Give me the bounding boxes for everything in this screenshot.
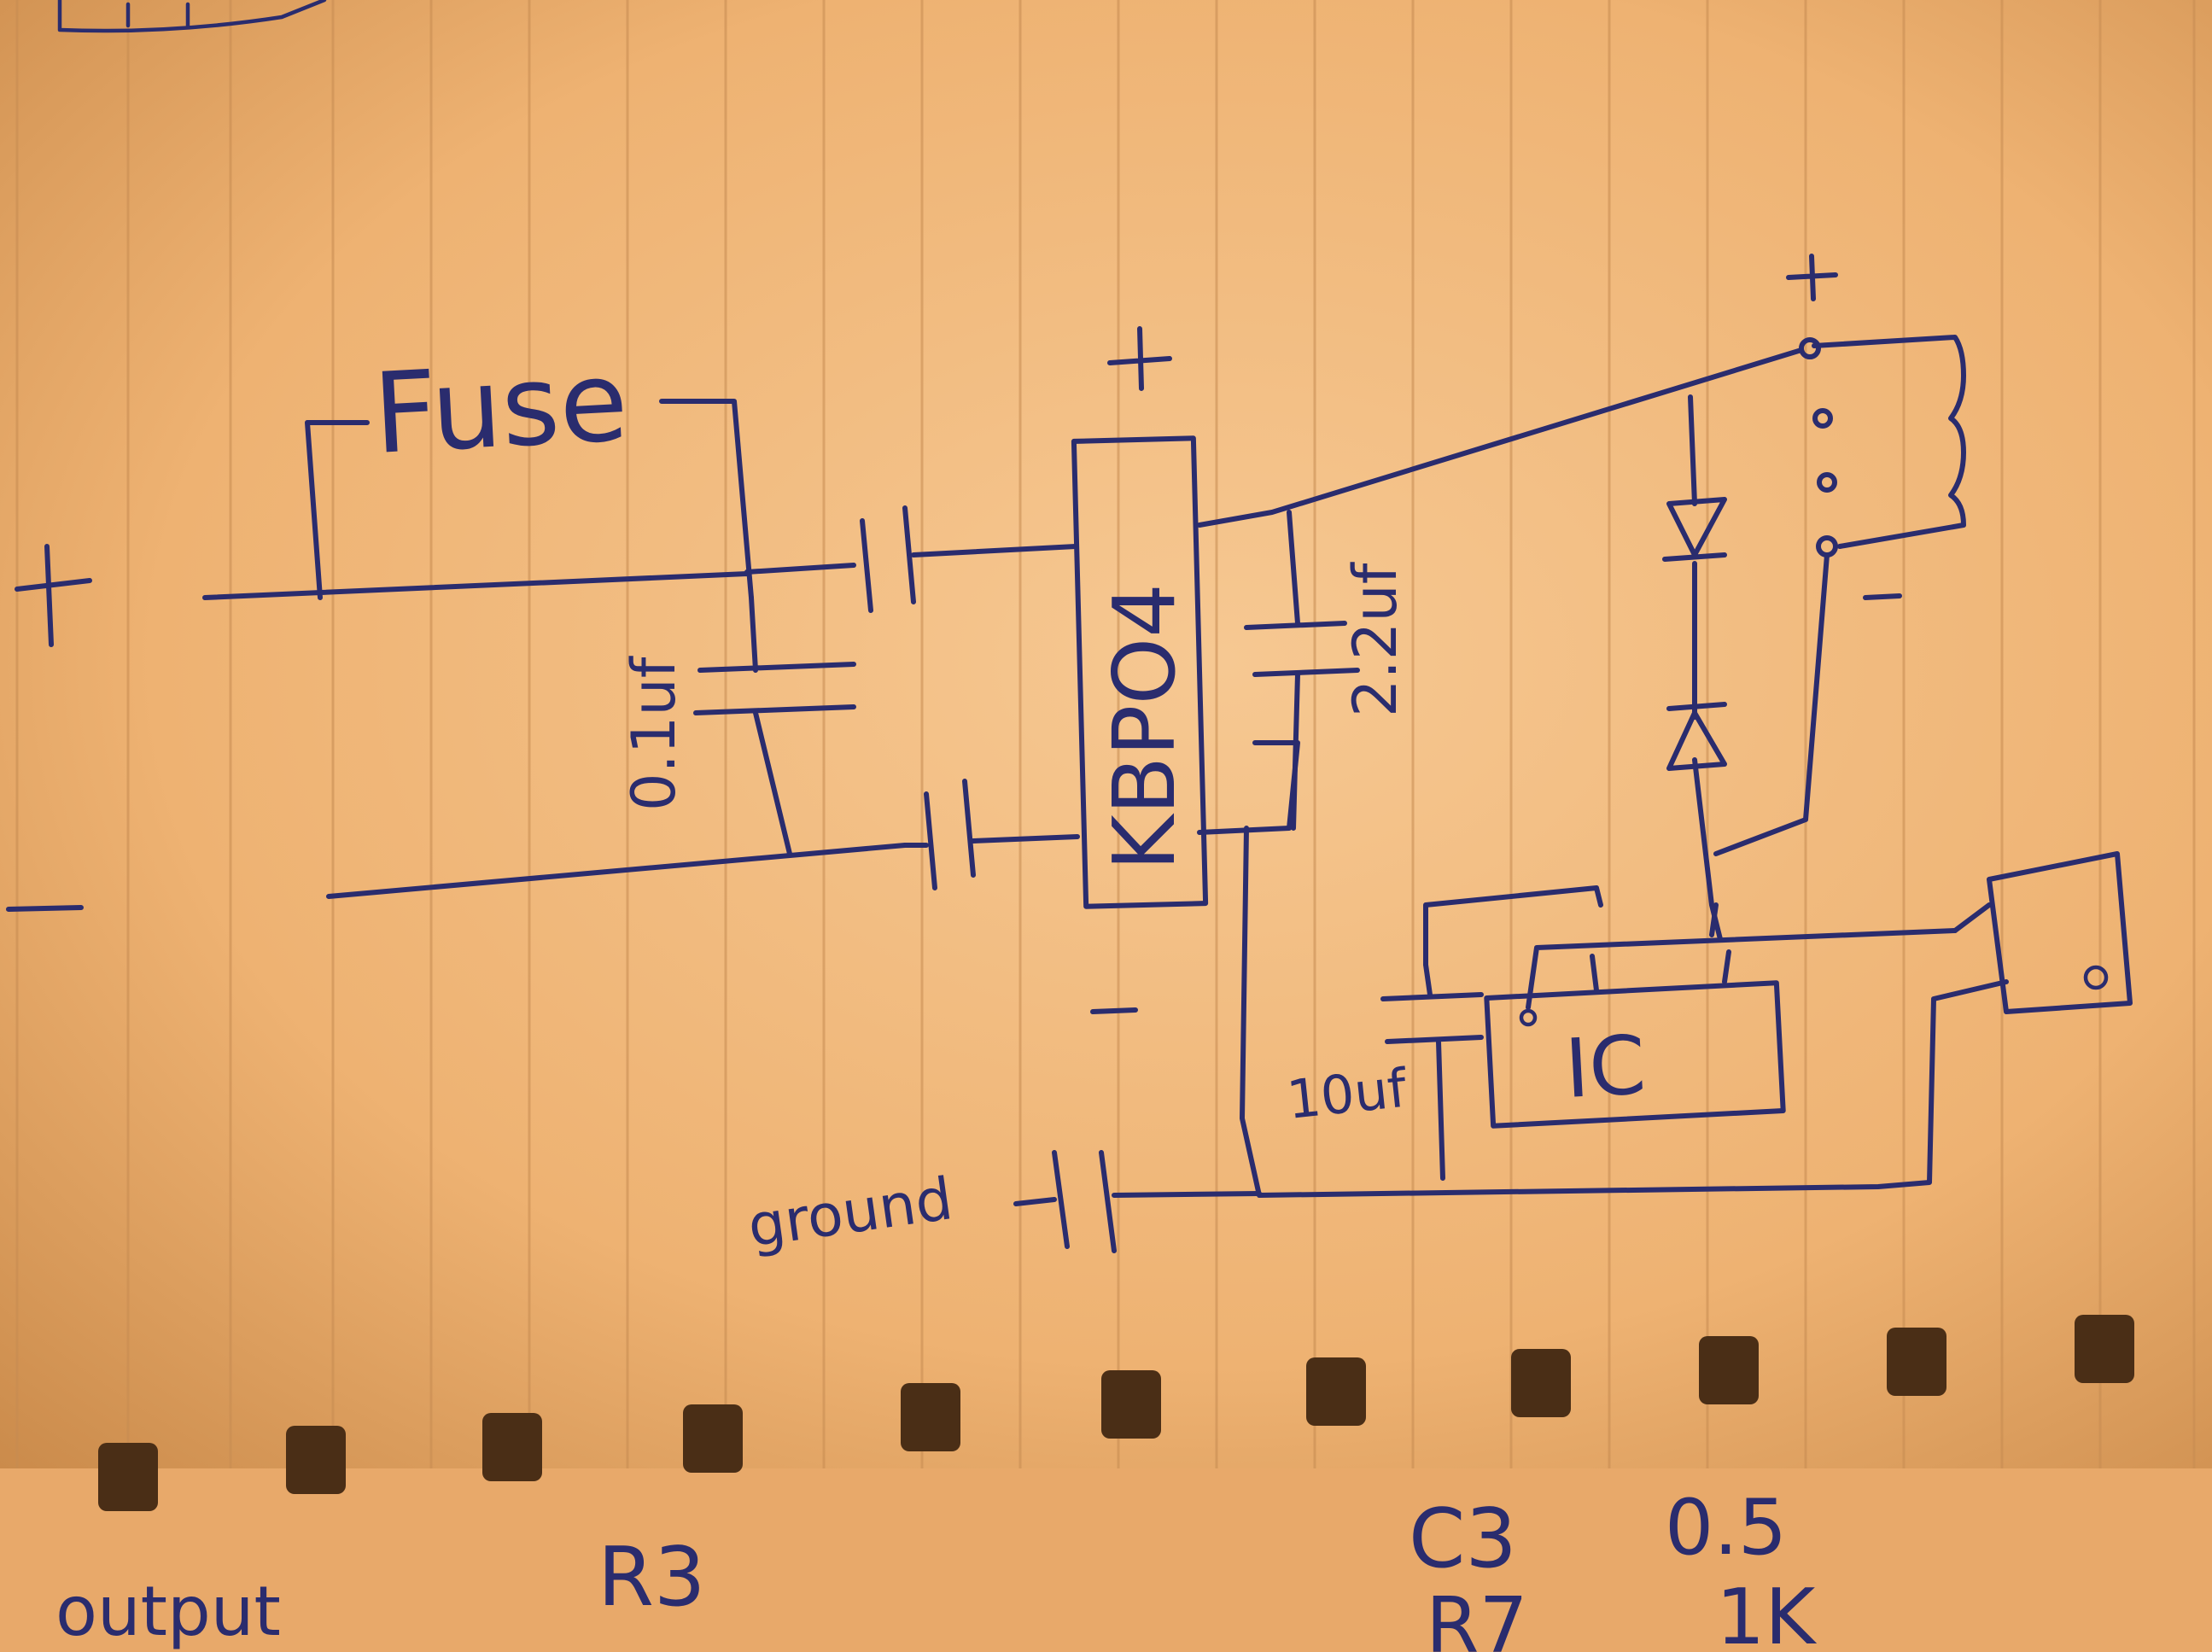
top-series-capacitor bbox=[744, 505, 1078, 613]
ground-return-wire bbox=[1240, 826, 2009, 1198]
bridge-minus-sign bbox=[1090, 1007, 1138, 1014]
ic-body bbox=[1484, 980, 1786, 1129]
bottom-series-capacitor bbox=[902, 779, 1080, 890]
input-negative-rail bbox=[326, 843, 908, 899]
ic-capacitor-label: 10uf bbox=[1284, 1056, 1411, 1130]
coil-terminal-3 bbox=[1817, 472, 1837, 493]
coil-minus-sign bbox=[1863, 593, 1902, 600]
page-ruling-lines bbox=[15, 0, 2196, 1468]
lower-sheet-c3: C3 bbox=[1409, 1492, 1517, 1586]
input-capacitor bbox=[693, 595, 856, 856]
input-minus-sign bbox=[6, 905, 84, 912]
bridge-rectifier-body bbox=[1071, 435, 1209, 909]
input-capacitor-label: 0.1uf bbox=[619, 656, 689, 811]
diode-chain-wire bbox=[1688, 394, 1723, 942]
bridge-positive-output bbox=[1197, 347, 1804, 528]
binder-holes bbox=[98, 1315, 2134, 1511]
ic-pin1-dot bbox=[1519, 1008, 1538, 1027]
lower-sheet-r3: R3 bbox=[598, 1531, 705, 1625]
lower-sheet-1k: 1K bbox=[1716, 1573, 1817, 1652]
coil-return-wire bbox=[1713, 552, 1830, 856]
ic-pins bbox=[1526, 902, 1958, 1010]
switch-box bbox=[1952, 851, 2133, 1014]
lower-sheet-r7: R7 bbox=[1426, 1581, 1528, 1652]
upper-diode bbox=[1662, 497, 1727, 562]
output-capacitor bbox=[1244, 510, 1360, 831]
output-capacitor-label: 2.2uf bbox=[1340, 562, 1410, 717]
lower-sheet-0-5: 0.5 bbox=[1665, 1483, 1787, 1573]
notebook-page bbox=[0, 0, 2212, 1468]
input-plus-sign bbox=[15, 544, 92, 647]
fuse-loop bbox=[202, 399, 754, 600]
lower-diode bbox=[1666, 702, 1727, 771]
fuse-label: Fuse bbox=[371, 336, 631, 479]
coil-terminal-2 bbox=[1812, 408, 1833, 429]
ground-capacitor bbox=[1013, 1150, 1262, 1253]
ic-label: IC bbox=[1562, 1019, 1648, 1117]
regulator-label: KBPO4 bbox=[1094, 583, 1194, 871]
ic-feedback-loop bbox=[1423, 885, 1603, 967]
coil-terminal-1 bbox=[1799, 337, 1821, 359]
ic-capacitor bbox=[1380, 962, 1484, 1181]
bridge-plus-sign bbox=[1107, 326, 1172, 391]
switch-terminal-circle bbox=[2083, 965, 2109, 990]
coil-winding bbox=[1812, 335, 1966, 549]
lower-sheet-output: output bbox=[55, 1572, 281, 1651]
top-scribble bbox=[57, 0, 327, 33]
coil-plus-sign bbox=[1786, 254, 1838, 301]
